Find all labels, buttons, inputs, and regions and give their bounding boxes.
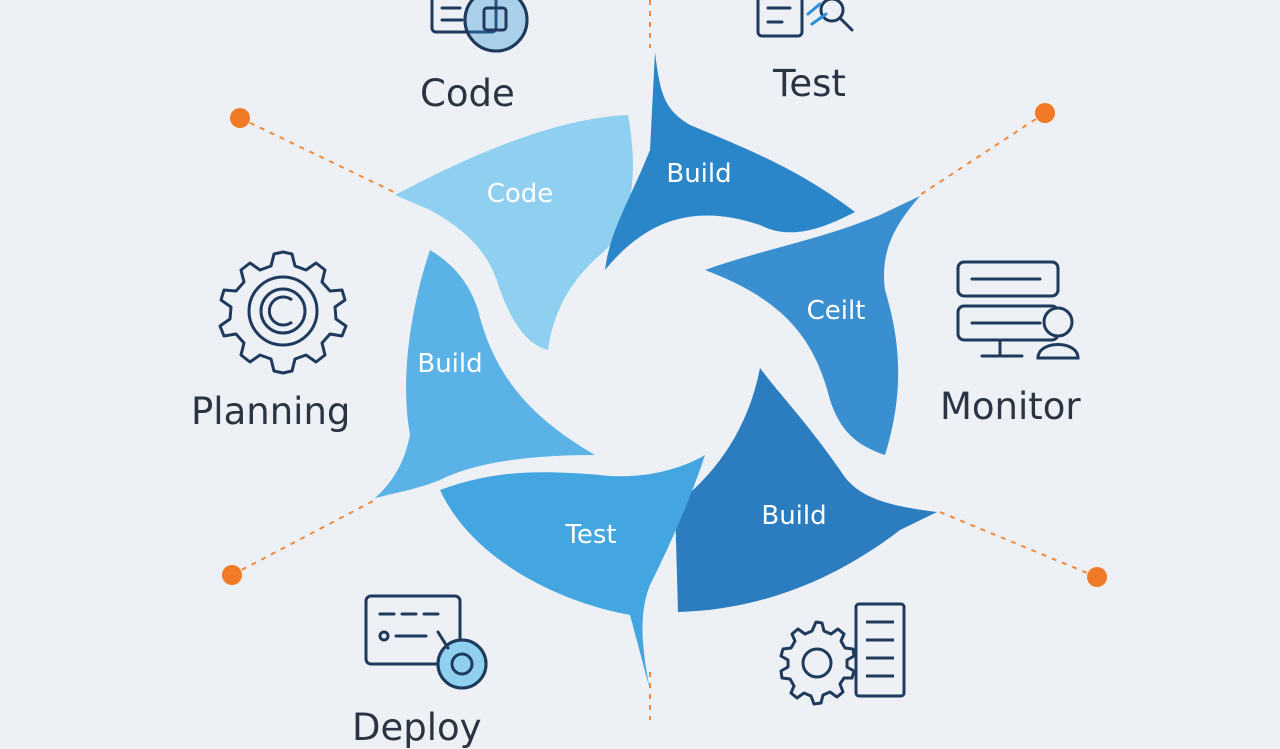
connector-dot bbox=[222, 565, 242, 585]
test-magnify-icon bbox=[756, 0, 854, 38]
devops-cycle-diagram: Code Build Ceilt Build Test Build Code T… bbox=[191, 0, 1107, 749]
settings-document-icon bbox=[779, 602, 906, 706]
code-document-icon bbox=[430, 0, 529, 53]
outer-label-code: Code bbox=[420, 72, 515, 115]
connector-dot bbox=[1087, 567, 1107, 587]
outer-label-planning: Planning bbox=[191, 390, 351, 433]
segment-label: Code bbox=[486, 179, 554, 209]
monitor-server-user-icon bbox=[956, 260, 1080, 360]
connector-layer bbox=[222, 0, 1107, 720]
cycle-segment-build-top bbox=[605, 52, 855, 270]
segment-label: Build bbox=[666, 159, 732, 189]
cycle-ring bbox=[375, 52, 937, 690]
segment-label: Build bbox=[761, 501, 827, 531]
segment-label: Test bbox=[565, 520, 617, 550]
icon-layer bbox=[218, 0, 1080, 706]
connector-bottom-right bbox=[934, 509, 1098, 578]
connector-dot bbox=[1035, 103, 1055, 123]
cycle-segment-build-left bbox=[375, 250, 595, 498]
cycle-segment-ceilt bbox=[705, 196, 920, 455]
connector-top-left bbox=[239, 117, 401, 196]
deploy-card-icon bbox=[364, 594, 488, 690]
connector-bottom-left bbox=[231, 499, 376, 576]
segment-label: Build bbox=[417, 349, 483, 379]
outer-label-monitor: Monitor bbox=[940, 385, 1081, 428]
planning-gear-icon bbox=[218, 250, 348, 375]
cycle-segment-build-right bbox=[675, 368, 937, 612]
connector-top-right bbox=[919, 112, 1046, 196]
segment-label: Ceilt bbox=[806, 296, 866, 326]
cycle-segment-code bbox=[395, 115, 633, 350]
connector-dot bbox=[230, 108, 250, 128]
cycle-segment-test bbox=[440, 455, 705, 690]
outer-label-test: Test bbox=[773, 62, 846, 105]
